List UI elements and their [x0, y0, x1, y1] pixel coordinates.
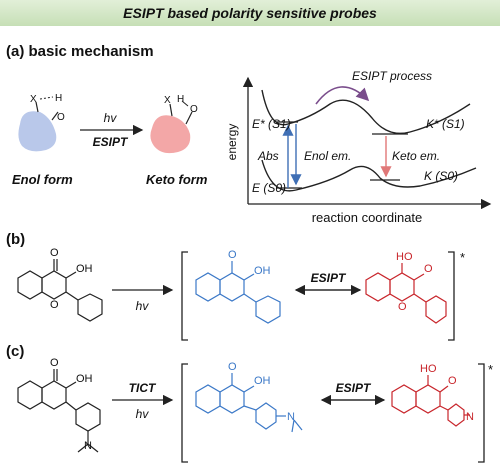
panel-b-red-o-minus: O: [424, 263, 433, 275]
keto-em-label: Keto em.: [392, 149, 440, 163]
panel-c-label: (c): [6, 343, 24, 360]
panel-c-esipt-label: ESIPT: [336, 381, 372, 395]
header-title: ESIPT based polarity sensitive probes: [123, 5, 377, 21]
panel-b-esipt-equilibrium: ESIPT: [294, 271, 362, 296]
keto-atom-o: O: [190, 104, 198, 115]
panel-c-excited-mark: *: [488, 362, 493, 377]
panel-b-carbonyl-o: O: [50, 247, 59, 259]
ground-state-curve: [261, 159, 477, 192]
header-band: ESIPT based polarity sensitive probes: [0, 0, 500, 26]
panel-c-esipt-equilibrium: ESIPT: [320, 381, 386, 406]
k-star-label: K* (S1): [426, 117, 465, 131]
esipt-process-label: ESIPT process: [352, 69, 432, 83]
panel-c-right-bracket: [478, 363, 485, 463]
panel-c-blue-oh: OH: [254, 375, 271, 387]
esipt-process-arrow: [315, 86, 370, 105]
panel-c-n-label: N: [84, 440, 92, 452]
panel-b-hv-arrow: hv: [112, 284, 174, 313]
panel-b-blue-oh: OH: [254, 265, 271, 277]
panel-c-left-bracket: [181, 363, 188, 463]
enol-arrow-hv: hv: [104, 111, 118, 125]
panel-b-red-ho: HO: [396, 251, 413, 263]
panel-b-keto-excited-structure: [365, 263, 447, 324]
enol-to-keto-arrow: hv ESIPT: [80, 111, 144, 149]
keto-atom-h: H: [177, 94, 184, 105]
energy-axis-label: energy: [225, 124, 239, 161]
e-star-label: E* (S1): [252, 117, 291, 131]
keto-atom-x: X: [164, 95, 171, 106]
panel-c-blue-n: N: [287, 411, 295, 423]
panel-c-dmaf-structure: [17, 369, 101, 453]
keto-molecule-icon: X H O: [150, 94, 198, 154]
panel-b-right-bracket: [448, 251, 455, 341]
keto-form-label: Keto form: [146, 172, 208, 187]
panel-c-carbonyl-o: O: [50, 357, 59, 369]
abs-label: Abs: [257, 149, 279, 163]
panel-c-tict-excited-structure: [195, 373, 303, 433]
excited-state-curve: [261, 89, 471, 135]
panel-c-tict-label: TICT: [129, 381, 157, 395]
enol-form-label: Enol form: [12, 172, 73, 187]
e-ground-label: E (S0): [252, 181, 286, 195]
panel-c-blue-o: O: [228, 361, 237, 373]
enol-atom-o: O: [57, 112, 65, 123]
panel-a-label: (a) basic mechanism: [6, 43, 154, 60]
energy-diagram: energy reaction coordinate ESIPT process…: [225, 69, 492, 225]
enol-molecule-icon: X H O: [18, 93, 65, 152]
panel-b-flavonol-structure: [17, 259, 103, 322]
panel-c-red-o-minus: O: [448, 375, 457, 387]
enol-em-label: Enol em.: [304, 149, 351, 163]
panel-b-hv-label: hv: [136, 299, 150, 313]
panel-b-esipt-label: ESIPT: [311, 271, 347, 285]
panel-b-oh-label: OH: [76, 263, 93, 275]
panel-c-keto-excited-structure: [391, 375, 470, 427]
panel-b-label: (b): [6, 231, 25, 248]
enol-arrow-esipt: ESIPT: [93, 135, 129, 149]
panel-b-red-o-plus: O: [398, 301, 407, 313]
k-ground-label: K (S0): [424, 169, 458, 183]
panel-c-red-n: N: [466, 411, 474, 423]
panel-c-tict-arrow: TICT hv: [112, 381, 174, 421]
panel-b-ring-o: O: [50, 299, 59, 311]
panel-c-red-ho: HO: [420, 363, 437, 375]
panel-b-enol-excited-structure: [195, 261, 281, 324]
panel-b-left-bracket: [181, 251, 188, 341]
enol-atom-h: H: [55, 93, 62, 104]
reaction-coordinate-label: reaction coordinate: [312, 210, 423, 225]
panel-c-hv-label: hv: [136, 407, 150, 421]
panel-b-blue-o: O: [228, 249, 237, 261]
panel-b-excited-mark: *: [460, 250, 465, 265]
enol-atom-x: X: [30, 94, 37, 105]
panel-c-oh-label: OH: [76, 373, 93, 385]
